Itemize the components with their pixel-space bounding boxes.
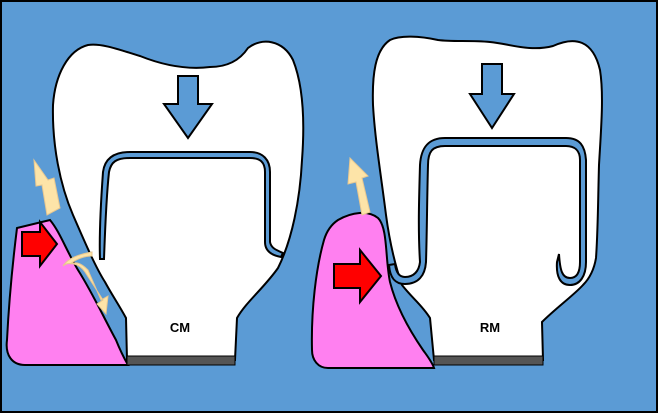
right-panel-label: RM xyxy=(480,320,500,335)
left-panel-label: CM xyxy=(170,320,190,335)
right-base xyxy=(434,356,543,365)
left-base xyxy=(127,356,235,365)
